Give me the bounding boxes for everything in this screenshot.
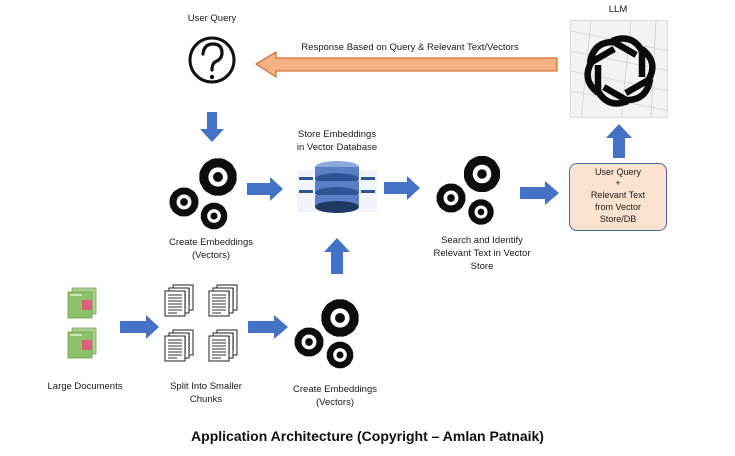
gears-icon-create-embeddings-top [169,158,237,230]
document-chunks-icon [165,285,237,361]
flow-arrow-to-embeddings [248,315,288,339]
search-label-3: Store [470,261,494,272]
user-query-label: User Query [187,13,237,24]
flow-arrow-query-down [200,112,224,142]
store-embeddings-label-1: Store Embeddings [297,129,377,140]
question-mark-icon [188,36,236,84]
search-label-1: Search and Identify [441,235,523,246]
create-embeddings-top-label-1: Create Embeddings [169,237,253,248]
llm-logo-icon [570,20,668,118]
flow-arrow-up-to-database [324,238,350,274]
prompt-box-line-1: User Query [594,167,641,177]
prompt-box: User Query + Relevant Text from Vector S… [569,163,667,231]
diagram-caption: Application Architecture (Copyright – Am… [191,428,544,444]
flow-arrow-to-database [247,177,283,201]
flow-arrow-to-prompt [520,181,559,205]
documents-icon [67,287,97,359]
gears-icon-search [436,156,500,225]
flow-arrow-to-search [384,176,420,200]
split-chunks-label-1: Split Into Smaller [170,381,242,392]
prompt-box-line-5: Store/DB [599,214,637,224]
search-label-2: Relevant Text in Vector [433,248,531,259]
split-chunks-label-2: Chunks [189,394,223,405]
create-embeddings-top-label-2: (Vectors) [191,250,230,261]
vector-database-icon [297,161,377,213]
prompt-box-line-4: from Vector [594,202,641,212]
create-embeddings-bottom-label-1: Create Embeddings [293,384,377,395]
large-documents-label: Large Documents [47,381,123,392]
prompt-box-line-3: Relevant Text [590,190,646,200]
flow-arrow-to-chunks [120,315,159,339]
response-label: Response Based on Query & Relevant Text/… [301,42,519,53]
response-arrow [255,51,558,78]
gears-icon-create-embeddings-bottom [294,299,359,369]
llm-label: LLM [608,4,628,15]
store-embeddings-label-2: in Vector Database [296,142,378,153]
prompt-box-line-2: + [615,178,621,188]
create-embeddings-bottom-label-2: (Vectors) [315,397,354,408]
flow-arrow-up-to-llm [606,124,632,158]
